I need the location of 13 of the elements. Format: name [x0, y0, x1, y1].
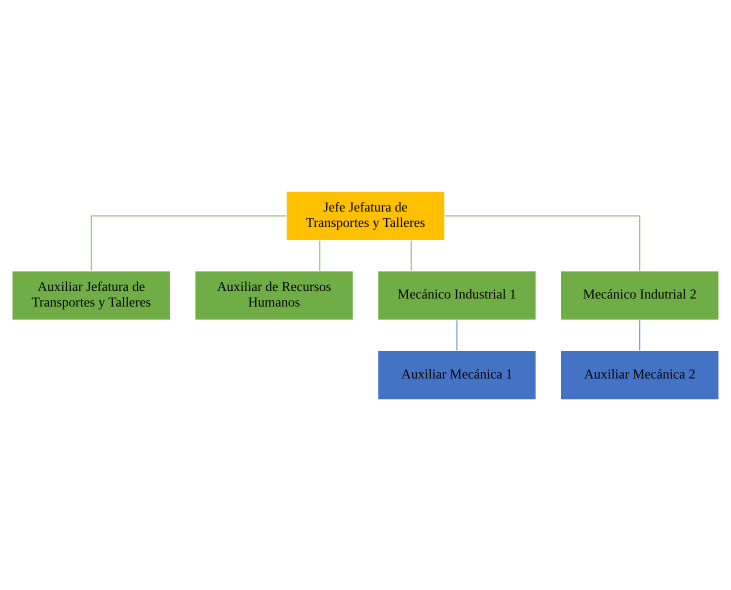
- connector: [90, 215, 287, 271]
- connector: [456, 319, 458, 350]
- node-box: Mecánico Industrial 1: [377, 270, 536, 320]
- connector: [410, 240, 412, 271]
- node-box: Auxiliar de Recursos Humanos: [194, 270, 354, 320]
- node-box: Mecánico Indutrial 2: [560, 270, 720, 320]
- node-box: Auxiliar Mecánica 1: [377, 350, 536, 400]
- connector: [444, 215, 640, 271]
- connector: [639, 319, 640, 350]
- connector: [319, 240, 320, 271]
- node-box: Auxiliar Jefatura de Transportes y Talleres: [12, 270, 171, 320]
- node-box: Jefe Jefatura de Transportes y Talleres: [286, 190, 446, 240]
- node-box: Auxiliar Mecánica 2: [560, 350, 720, 400]
